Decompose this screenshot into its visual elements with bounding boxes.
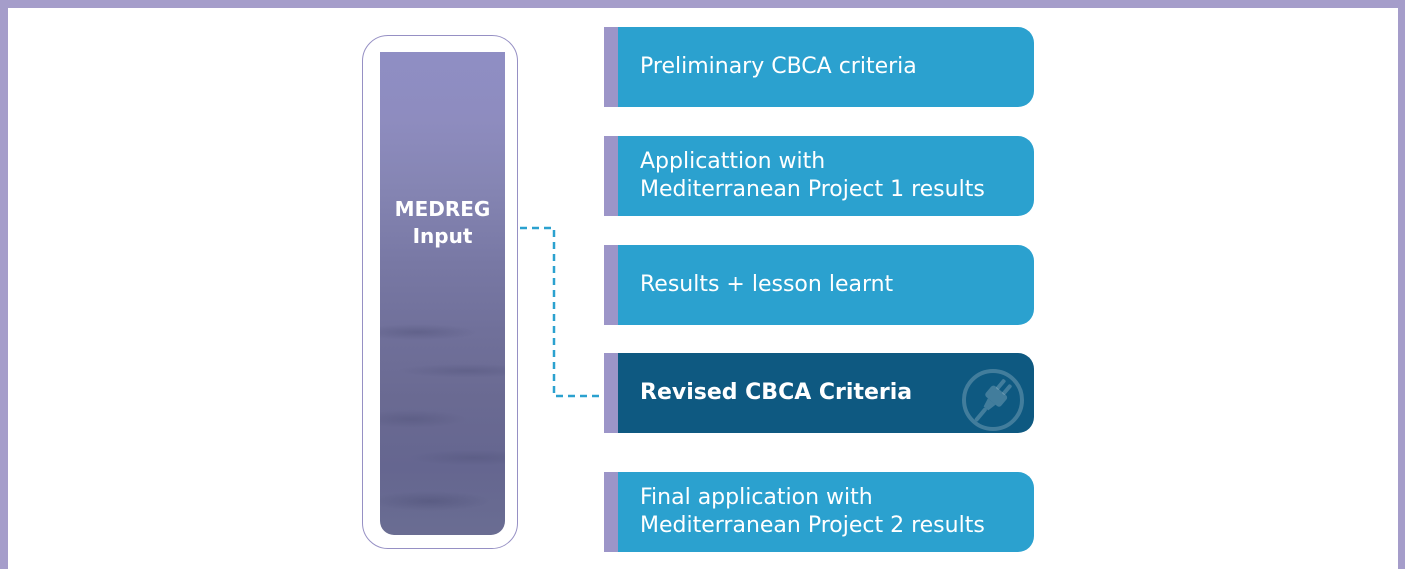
- step-final-application-project-2: Final application with Mediterranean Pro…: [604, 472, 1034, 552]
- step-label: Final application with Mediterranean Pro…: [640, 485, 985, 538]
- step-results-lessons: Results + lesson learnt: [604, 245, 1034, 325]
- step-label: Revised CBCA Criteria: [640, 380, 913, 405]
- medreg-input-label-line2: Input: [412, 224, 473, 248]
- medreg-input-label: MEDREG Input: [380, 196, 505, 250]
- plug-icon: [962, 369, 1024, 431]
- step-revised-criteria: Revised CBCA Criteria: [604, 353, 1034, 433]
- step-preliminary-criteria: Preliminary CBCA criteria: [604, 27, 1034, 107]
- step-label: Results + lesson learnt: [640, 272, 894, 297]
- step-label: Preliminary CBCA criteria: [640, 54, 917, 79]
- photo-texture: [380, 52, 505, 535]
- step-application-project-1: Applicattion with Mediterranean Project …: [604, 136, 1034, 216]
- step-label: Applicattion with Mediterranean Project …: [640, 149, 985, 202]
- medreg-input-label-line1: MEDREG: [394, 197, 491, 221]
- medreg-input-photo: [380, 52, 505, 535]
